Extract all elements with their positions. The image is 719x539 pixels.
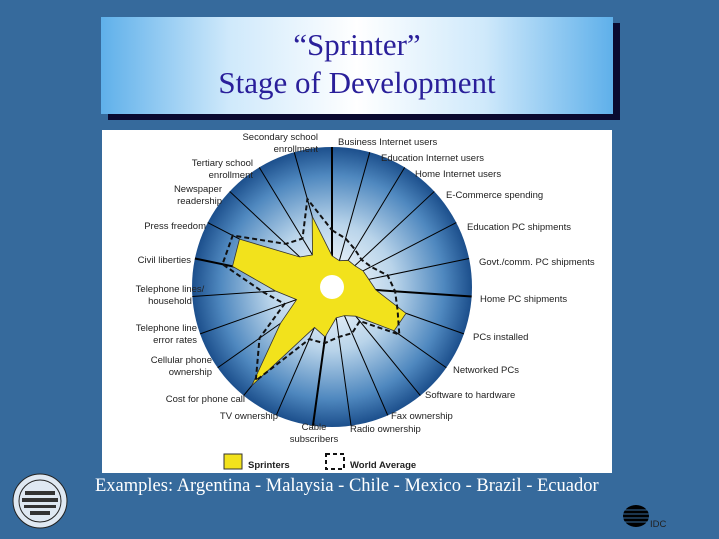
- title-line-1: “Sprinter”: [293, 27, 421, 62]
- legend-swatch-sprinters: [223, 453, 243, 470]
- axis-spoke: [337, 167, 406, 278]
- axis-label: Radio ownership: [350, 424, 421, 435]
- seal-logo: [12, 473, 68, 529]
- axis-label: Education PC shipments: [467, 222, 571, 233]
- legend-label-sprinters: Sprinters: [248, 460, 290, 471]
- svg-text:IDC: IDC: [650, 519, 667, 529]
- axis-label: Software to hardware: [425, 390, 515, 401]
- axis-spoke: [334, 152, 371, 276]
- axis-label: PCs installed: [473, 332, 528, 343]
- examples-text: Examples: Argentina - Malaysia - Chile -…: [95, 476, 599, 496]
- axis-label: Education Internet users: [381, 153, 484, 164]
- axis-spoke: [340, 191, 435, 280]
- axis-label: Home PC shipments: [480, 294, 567, 305]
- legend-label-world-average: World Average: [350, 460, 416, 471]
- axis-label: Civil liberties: [138, 255, 192, 266]
- idc-logo: IDC: [622, 505, 667, 529]
- axis-label: Press freedom: [144, 221, 206, 232]
- axis-label: TV ownership: [220, 411, 278, 422]
- title-line-2: Stage of Development: [218, 65, 496, 100]
- series-world-average: [221, 196, 401, 383]
- axis-label: Networked PCs: [453, 365, 519, 376]
- axis-spoke: [333, 298, 352, 426]
- axis-spoke: [336, 297, 389, 416]
- axis-label: Govt./comm. PC shipments: [479, 257, 595, 268]
- axis-label: E-Commerce spending: [446, 190, 543, 201]
- series-sprinters: [232, 216, 407, 386]
- axis-label: Cost for phone call: [166, 394, 245, 405]
- axis-label: Business Internet users: [338, 137, 438, 148]
- title-box: “Sprinter” Stage of Development: [101, 17, 613, 114]
- axis-label: Home Internet users: [415, 169, 501, 180]
- radar-center-hole: [320, 275, 344, 299]
- axis-label: Fax ownership: [391, 411, 453, 422]
- axis-label: Telephone lines/household: [136, 284, 205, 307]
- legend-swatch-world-average: [325, 453, 345, 470]
